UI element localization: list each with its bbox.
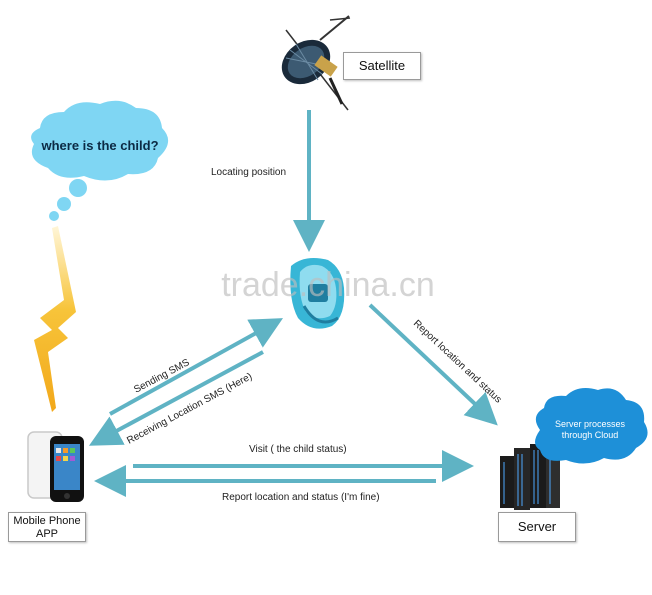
watch-icon xyxy=(290,258,345,329)
label-locating-position: Locating position xyxy=(211,167,286,178)
mobile-phone-icon xyxy=(27,431,84,502)
cloud-text-line1: Server processes xyxy=(555,419,626,429)
satellite-label-box: Satellite xyxy=(343,52,421,80)
satellite-label: Satellite xyxy=(358,58,406,73)
lightning-icon xyxy=(34,226,76,412)
label-visit: Visit ( the child status) xyxy=(249,444,347,455)
arrow-receiving-sms xyxy=(88,350,264,446)
thought-bubble-text: where is the child? xyxy=(40,138,158,153)
satellite-icon xyxy=(281,15,351,111)
cloud-shape xyxy=(535,388,648,464)
label-report-fine: Report location and status (I'm fine) xyxy=(222,492,380,503)
cloud-text-line2: through Cloud xyxy=(562,430,619,440)
arrows xyxy=(88,110,498,497)
label-report-location: Report location and status xyxy=(411,318,503,405)
watermark: trade.china.cn xyxy=(221,266,435,304)
server-icon xyxy=(500,444,560,510)
label-sending-sms: Sending SMS xyxy=(132,357,191,396)
arrow-report-location xyxy=(368,303,498,426)
arrow-sending-sms xyxy=(109,318,283,416)
server-label: Server xyxy=(517,519,557,534)
thought-bubble: where is the child? xyxy=(31,100,169,221)
mobile-phone-label: Mobile Phone APP xyxy=(13,515,81,540)
server-label-box: Server xyxy=(498,512,576,542)
mobile-phone-label-box: Mobile Phone APP xyxy=(8,512,86,542)
